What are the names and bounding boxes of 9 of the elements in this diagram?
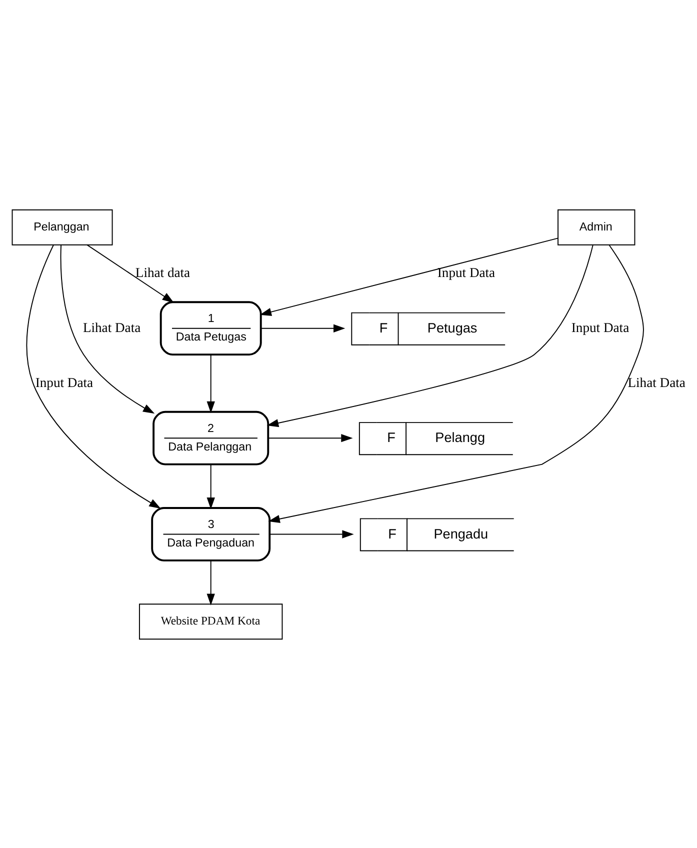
edge-label: Input Data — [437, 264, 496, 280]
node-text: F Pelangg — [387, 430, 486, 445]
edge-label: Lihat data — [135, 264, 190, 280]
edge-label: Lihat Data — [628, 374, 686, 390]
node-text: F Petugas — [379, 320, 478, 335]
node-text: F Pengadu — [388, 526, 488, 541]
edge-label: Input Data — [571, 319, 630, 334]
edge-label: Input Data — [35, 374, 94, 390]
edge-label: Lihat Data — [82, 319, 141, 334]
